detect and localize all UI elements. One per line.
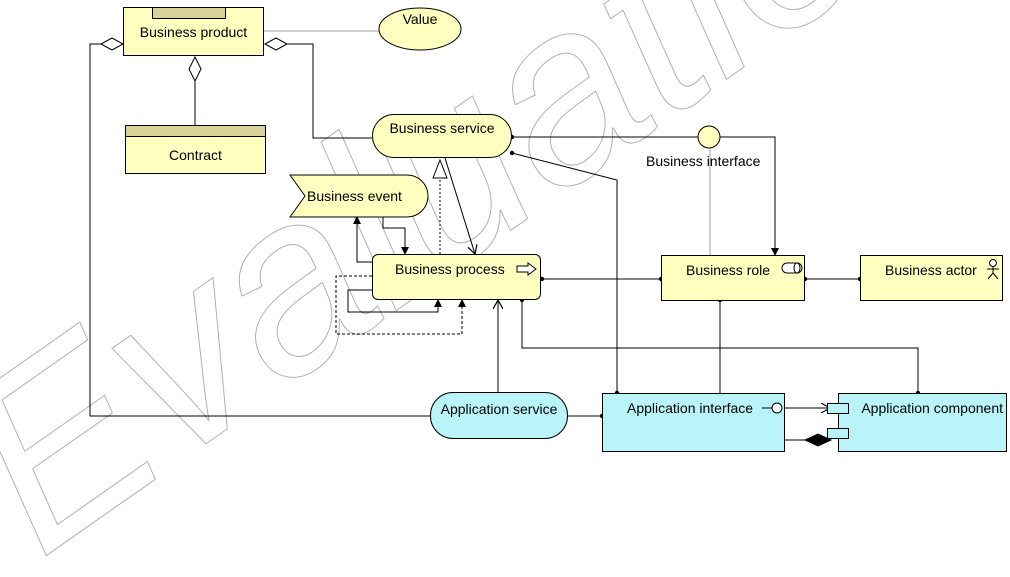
business-actor-label: Business actor xyxy=(885,262,977,278)
contract-node[interactable]: Contract xyxy=(125,125,266,174)
business-service-node[interactable]: Business service xyxy=(372,114,512,158)
cylinder-icon xyxy=(781,262,803,274)
business-product-label: Business product xyxy=(139,24,248,40)
edge-process-self-trigger[interactable] xyxy=(347,289,442,313)
component-icon xyxy=(827,428,849,439)
stick-figure-icon xyxy=(987,259,999,280)
component-icon xyxy=(827,403,849,414)
edge-process-event[interactable] xyxy=(353,216,372,263)
edge-service-process[interactable] xyxy=(444,157,475,254)
edge-product-appservice[interactable] xyxy=(89,43,430,417)
application-component-label: Application component xyxy=(861,400,1003,416)
business-interface-node[interactable] xyxy=(697,125,721,149)
edge-appcomponent-process[interactable] xyxy=(519,297,921,396)
business-actor-node[interactable]: Business actor xyxy=(860,255,1003,301)
business-service-label: Business service xyxy=(389,120,495,136)
value-node[interactable] xyxy=(378,7,462,51)
edge-process-self-flow[interactable] xyxy=(335,275,466,335)
application-interface-node[interactable]: Application interface xyxy=(602,393,785,452)
aggregation-diamond xyxy=(263,37,289,51)
edge-event-process[interactable] xyxy=(382,217,409,255)
business-process-label: Business process xyxy=(395,261,505,277)
application-interface-label: Application interface xyxy=(627,400,754,416)
business-event-node[interactable] xyxy=(289,174,429,218)
application-service-label: Application service xyxy=(440,401,558,417)
business-event-label: Business event xyxy=(307,188,402,204)
contract-tab xyxy=(126,126,265,137)
business-role-label: Business role xyxy=(686,262,771,278)
business-interface-label: Business interface xyxy=(646,153,761,169)
composition-diamond xyxy=(803,433,833,447)
aggregation-diamond xyxy=(188,55,202,83)
business-role-node[interactable]: Business role xyxy=(661,255,805,301)
arrow-icon xyxy=(516,262,537,276)
aggregation-diamond xyxy=(99,37,125,51)
edge-interface-role[interactable] xyxy=(720,136,779,256)
edge-product-service[interactable] xyxy=(287,43,372,139)
business-product-node[interactable]: Business product xyxy=(123,7,264,56)
application-service-node[interactable]: Application service xyxy=(430,392,568,439)
business-process-node[interactable]: Business process xyxy=(372,254,541,300)
application-component-node[interactable]: Application component xyxy=(827,393,1007,452)
value-label: Value xyxy=(402,11,438,27)
lollipop-icon xyxy=(762,402,783,414)
realization-triangle xyxy=(432,158,448,179)
product-tab xyxy=(152,8,226,19)
contract-label: Contract xyxy=(169,146,222,163)
